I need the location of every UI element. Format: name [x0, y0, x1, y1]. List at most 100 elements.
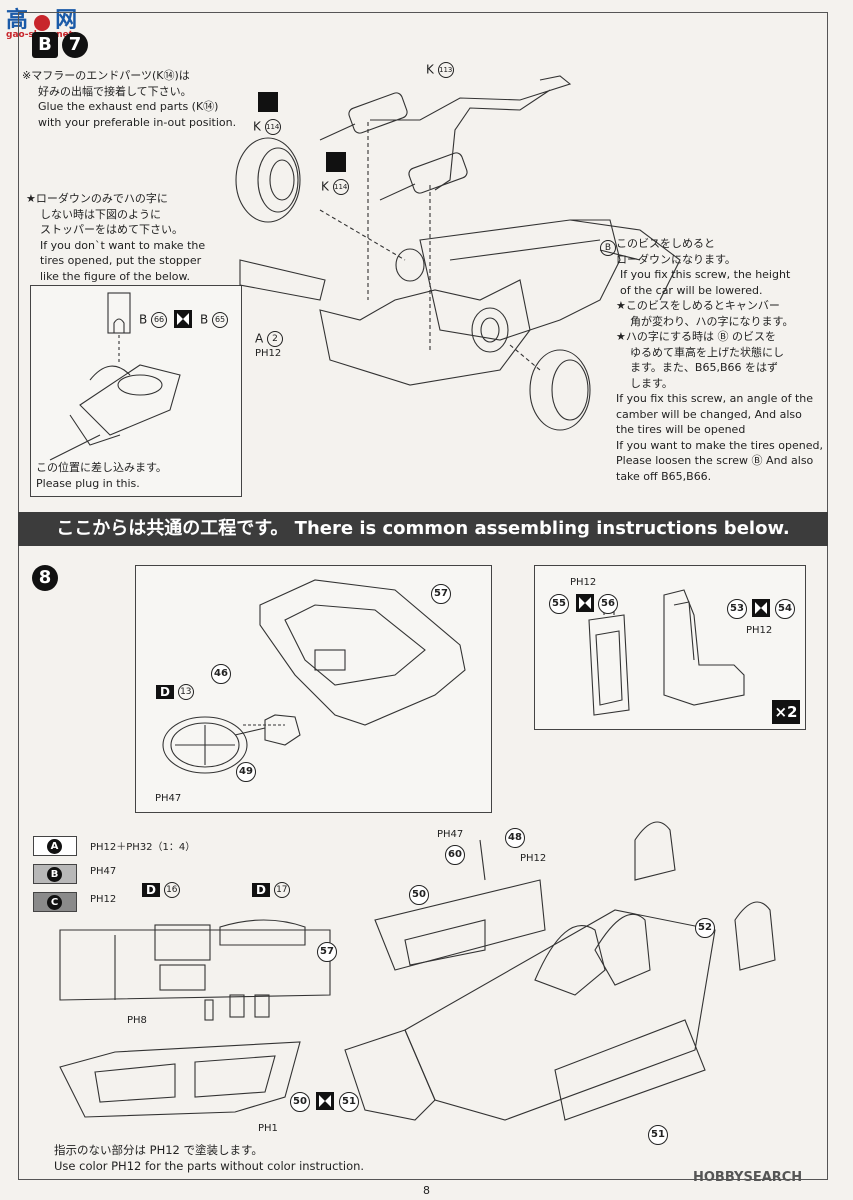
- label-a2: A 2: [255, 331, 284, 347]
- part-50: 50: [409, 885, 429, 905]
- stopper-illustration: [49, 292, 181, 461]
- d17-letter: D: [252, 882, 270, 897]
- lowdown-note-en1: If you don`t want to make the: [40, 238, 206, 252]
- muffler-note-en1: Glue the exhaust end parts (K⑭): [38, 100, 219, 113]
- logo-char: 高: [6, 8, 29, 33]
- footer-note-en: Use color PH12 for the parts without col…: [54, 1158, 365, 1173]
- legend-chip-b: B: [33, 864, 77, 884]
- k114-upper-number: 114: [264, 119, 281, 135]
- label-d16: D 16: [142, 882, 180, 898]
- part-57-dash: 57: [317, 942, 337, 962]
- stopper-label-b66: B 66: [139, 312, 168, 328]
- b66-number: 66: [151, 312, 168, 328]
- label-d13: D 13: [156, 684, 194, 700]
- glue-icon-upper: [258, 92, 278, 112]
- screw-b-circle: B: [600, 240, 616, 256]
- quantity-x2-badge: ×2: [772, 700, 800, 724]
- part-49: 49: [236, 762, 256, 782]
- label-d17: D 17: [252, 882, 290, 898]
- lowdown-note-en2: tires opened, put the stopper: [40, 254, 202, 267]
- label-ph12-tub: PH12: [520, 853, 547, 864]
- d17-number: 17: [273, 882, 290, 898]
- k113-letter: K: [426, 62, 434, 77]
- lowdown-note-jp3: ストッパーをはめて下さい。: [40, 223, 183, 236]
- hobbysearch-watermark: HOBBYSEARCH: [693, 1170, 803, 1185]
- pair-icon-55-56: [576, 594, 594, 612]
- d13-number: 13: [177, 684, 194, 700]
- dashboard-steering-illustration: [162, 579, 466, 774]
- part-55: 55: [549, 594, 569, 614]
- part-52: 52: [695, 918, 715, 938]
- label-ph12-seat-a: PH12: [570, 577, 597, 588]
- seats-illustration: [588, 589, 745, 716]
- d13-letter: D: [156, 684, 174, 699]
- screw-note: このビスをしめると ローダウンになります。 If you fix this sc…: [616, 236, 823, 484]
- label-k114-upper: K 114: [253, 119, 281, 135]
- step-number-7: 7: [62, 32, 88, 58]
- legend-key-b: B: [47, 867, 62, 882]
- label-ph47-steering: PH47: [155, 793, 182, 804]
- legend-value-a: PH12＋PH32（1：4）: [90, 842, 196, 853]
- legend-key-c: C: [47, 895, 62, 910]
- label-ph47-tub: PH47: [437, 829, 464, 840]
- muffler-note-jp1: ※マフラーのエンドパーツ(K⑭)は: [22, 69, 190, 82]
- lowdown-note-jp2: しない時は下図のように: [40, 207, 161, 221]
- screw-note-jp2: ローダウンになります。: [616, 252, 736, 266]
- part-51: 51: [648, 1125, 668, 1145]
- legend-key-a: A: [47, 839, 62, 854]
- part-56: 56: [598, 594, 618, 614]
- logo-dot: [33, 14, 50, 31]
- footer-note-jp: 指示のない部分は PH12 で塗装します。: [54, 1143, 263, 1157]
- logo-char-2: 网: [55, 8, 78, 33]
- label-k114-lower: K 114: [321, 179, 349, 195]
- label-ph8: PH8: [127, 1015, 147, 1026]
- a2-number: 2: [267, 331, 284, 347]
- k114-lower-number: 114: [332, 179, 349, 195]
- legend-chip-c: C: [33, 892, 77, 912]
- part-51-door: 51: [339, 1092, 359, 1112]
- seats-box: [534, 565, 806, 730]
- legend-chip-a: A: [33, 836, 77, 856]
- screw-b-marker: B: [600, 240, 616, 256]
- lowdown-note: ★ローダウンのみでハの字に しない時は下図のように ストッパーをはめて下さい。 …: [26, 191, 205, 284]
- b65-letter: B: [200, 312, 209, 327]
- screw-note-jp5: ★ハの字にする時は Ⓑ のビスを: [616, 330, 776, 343]
- screw-note-en6: If you want to make the tires opened,: [616, 438, 823, 452]
- part-50-door: 50: [290, 1092, 310, 1112]
- screw-note-en3: If you fix this screw, an angle of the: [616, 392, 814, 405]
- interior-tub-illustration: [344, 821, 776, 1121]
- page-number: 8: [423, 1184, 430, 1197]
- screw-note-jp8: します。: [630, 376, 673, 390]
- lowdown-note-jp1: ★ローダウンのみでハの字に: [26, 192, 168, 205]
- lowdown-note-en3: like the figure of the below.: [40, 269, 190, 283]
- k114-upper-letter: K: [253, 119, 261, 134]
- label-k113: K 113: [426, 62, 454, 78]
- screw-note-jp3: ★このビスをしめるとキャンバー: [616, 299, 780, 312]
- b66-letter: B: [139, 312, 148, 327]
- plug-note-jp: この位置に差し込みます。: [36, 461, 167, 474]
- door-panel-illustration: [59, 1041, 301, 1118]
- screw-note-jp7: ます。また、B65,B66 をはず: [630, 361, 778, 374]
- page-frame: [18, 12, 828, 1180]
- muffler-note-jp2: 好みの出幅で接着して下さい。: [38, 84, 192, 98]
- part-46: 46: [211, 664, 231, 684]
- dash-detail-illustration: [59, 919, 331, 1021]
- stopper-inset: [30, 285, 242, 497]
- screw-note-jp4: 角が変わり、ハの字になります。: [630, 314, 794, 328]
- muffler-note: ※マフラーのエンドパーツ(K⑭)は 好みの出幅で接着して下さい。 Glue th…: [22, 68, 236, 130]
- k114-lower-letter: K: [321, 179, 329, 194]
- screw-note-en1: If you fix this screw, the height: [620, 268, 791, 281]
- screw-note-en8: take off B65,B66.: [616, 469, 712, 483]
- glue-icon-lower: [326, 152, 346, 172]
- k113-number: 113: [437, 62, 454, 78]
- pair-icon-b65-b66: [174, 310, 192, 328]
- pair-icon-53-54: [752, 599, 770, 617]
- common-instructions-banner: ここからは共通の工程です。 There is common assembling…: [18, 512, 828, 546]
- step-number-8: 8: [32, 565, 58, 591]
- b65-number: 65: [212, 312, 229, 328]
- d16-number: 16: [163, 882, 180, 898]
- muffler-note-en2: with your preferable in-out position.: [38, 115, 237, 129]
- part-60: 60: [445, 845, 465, 865]
- a2-letter: A: [255, 331, 264, 346]
- stopper-label-b65: B 65: [200, 312, 229, 328]
